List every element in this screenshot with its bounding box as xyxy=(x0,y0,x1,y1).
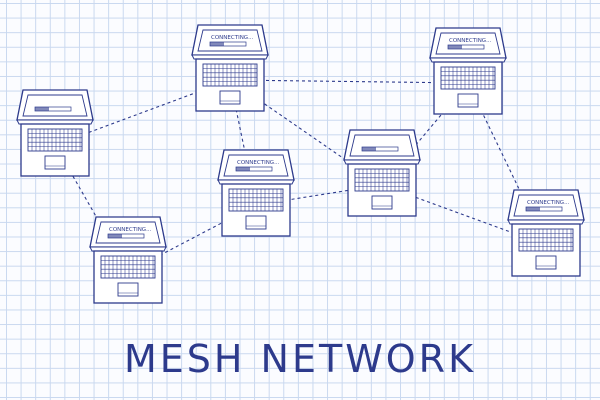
laptop-icon xyxy=(16,89,94,177)
laptop-screen-label: CONNECTING... xyxy=(109,227,152,233)
laptop-screen-label: CONNECTING... xyxy=(237,160,280,166)
mesh-nodes: CONNECTING... CONNECTING... CONNECTING... C… xyxy=(16,24,585,304)
laptop-node-n4: CONNECTING... xyxy=(217,149,295,237)
laptop-screen-label: CONNECTING... xyxy=(527,200,570,206)
laptop-node-n2: CONNECTING... xyxy=(191,24,269,112)
laptop-icon xyxy=(343,129,421,217)
laptop-node-n7: CONNECTING... xyxy=(507,189,585,277)
diagram-title: MESH NETWORK xyxy=(124,337,476,381)
mesh-link-n3-n5 xyxy=(381,82,469,186)
mesh-link-n2-n3 xyxy=(229,79,469,84)
laptop-node-n3: CONNECTING... xyxy=(429,27,507,115)
laptop-node-n6: CONNECTING... xyxy=(89,216,167,304)
laptop-screen-label: CONNECTING... xyxy=(449,38,492,44)
laptop-node-n5 xyxy=(343,129,421,217)
laptop-node-n1 xyxy=(16,89,94,177)
laptop-screen-label: CONNECTING... xyxy=(211,35,254,41)
